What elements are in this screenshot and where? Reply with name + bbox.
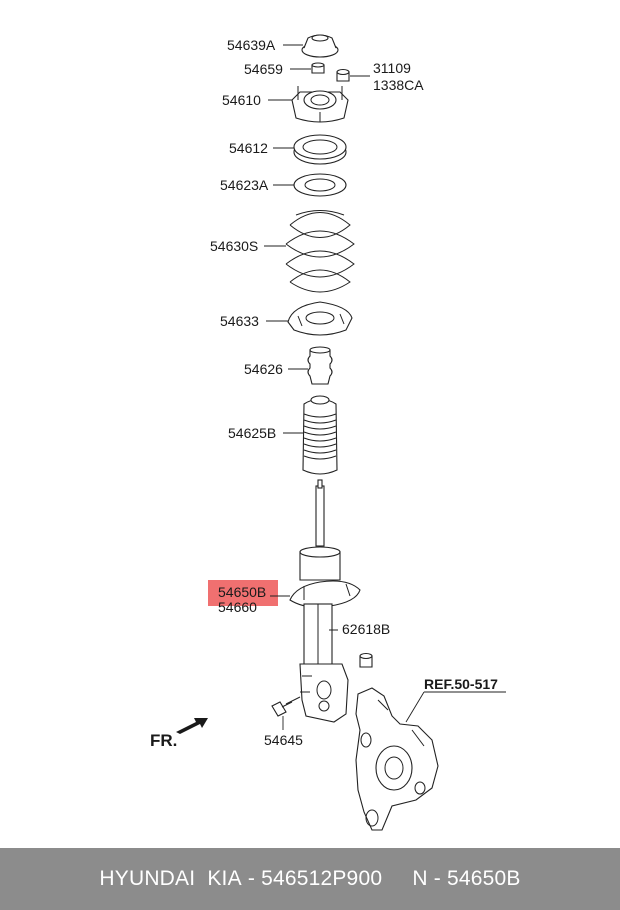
callout-54625b: 54625B (228, 425, 276, 441)
part-info-footer: HYUNDAI KIA - 546512P900 N - 54650B (0, 848, 620, 910)
callout-54645: 54645 (264, 732, 303, 748)
part-54659-nut (311, 62, 325, 74)
callout-54623a: 54623A (220, 177, 269, 193)
callout-54659: 54659 (244, 61, 283, 77)
ref-label: REF.50-517 (424, 676, 498, 692)
part-54625b-dust-boot (302, 395, 338, 475)
part-31109-flange-nut (336, 68, 350, 82)
part-54633-spring-seat (287, 301, 353, 336)
callout-54633: 54633 (220, 313, 259, 329)
part-54626-bump-stopper (307, 346, 333, 385)
callout-54626: 54626 (244, 361, 283, 377)
part-62618b-nut (359, 652, 373, 668)
callout-31109: 31109 (373, 60, 411, 76)
footer-separator: - (241, 867, 262, 890)
footer-brand: HYUNDAI KIA (99, 867, 242, 890)
part-54610-strut-mount (291, 86, 349, 123)
footer-ref-number: N - 54650B (412, 867, 521, 890)
part-54630s-coil-spring (285, 210, 355, 293)
callout-54639a: 54639A (227, 37, 276, 53)
callout-54612: 54612 (229, 140, 268, 156)
part-54639a-cap (301, 34, 339, 58)
part-strut-body (289, 479, 361, 723)
callout-1338ca: 1338CA (373, 77, 424, 93)
callout-62618b: 62618B (342, 621, 390, 637)
callout-54610: 54610 (222, 92, 261, 108)
part-54623a-spring-pad (293, 173, 347, 197)
highlight-box (208, 580, 278, 606)
part-steering-knuckle (355, 687, 439, 831)
callout-54660: 54660 (218, 599, 257, 615)
front-label: FR. (150, 731, 177, 750)
footer-part-number: 546512P900 (261, 867, 383, 890)
strut-assembly-diagram: 54639A 54659 31109 1338CA 54610 54612 54… (150, 34, 506, 831)
part-54612-bearing (293, 134, 347, 165)
part-54645-bolt (271, 696, 301, 717)
callout-54630s: 54630S (210, 238, 258, 254)
front-direction-arrow (176, 718, 208, 734)
callout-54650b: 54650B (218, 584, 266, 600)
